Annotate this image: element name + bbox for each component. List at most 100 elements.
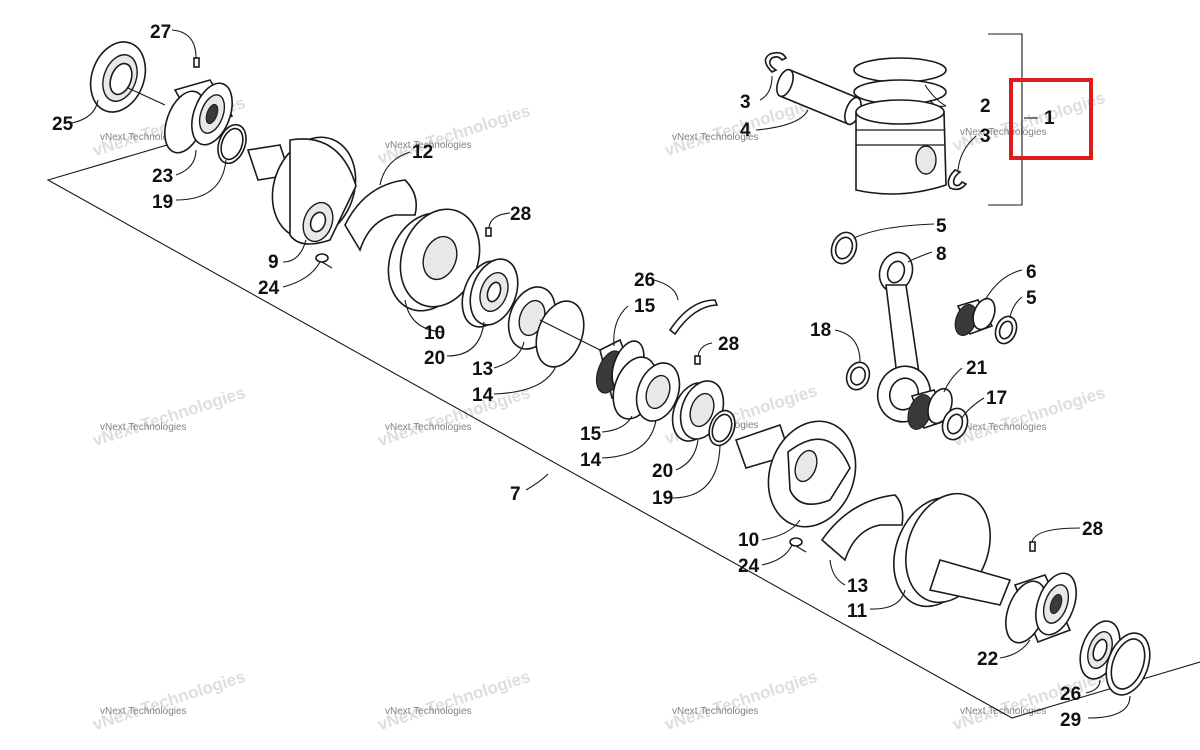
callout-13: 13 bbox=[847, 576, 868, 597]
o-ring-19 bbox=[217, 123, 247, 165]
callout-14: 14 bbox=[580, 450, 602, 471]
highlight-box-part-1[interactable] bbox=[1009, 78, 1093, 160]
callout-19: 19 bbox=[652, 488, 673, 509]
callout-14: 13 bbox=[472, 359, 493, 380]
thrust-washer-5 bbox=[994, 315, 1018, 345]
callout-16: 15 bbox=[634, 296, 656, 317]
callout-5: 5 bbox=[1026, 288, 1037, 309]
callout-29: 29 bbox=[1060, 710, 1081, 731]
ball-bearing-20 bbox=[461, 258, 519, 328]
callout-13: 12 bbox=[412, 142, 433, 163]
callout-20: 20 bbox=[424, 348, 445, 369]
piston bbox=[855, 99, 947, 195]
callout-labels: 27 25 23 19 12 9 24 28 10 20 13 14 26 15… bbox=[52, 22, 1103, 731]
callout-28: 28 bbox=[1082, 519, 1103, 540]
callout-26: 26 bbox=[1060, 684, 1081, 705]
screw-24 bbox=[315, 253, 333, 269]
svg-text:vNext Technologies: vNext Technologies bbox=[385, 422, 472, 433]
svg-text:vNext Technologies: vNext Technologies bbox=[662, 667, 819, 734]
watermark: vNext Technologies vNext Technologies bbox=[950, 383, 1107, 450]
circlip-3 bbox=[764, 51, 788, 73]
callout-28: 28 bbox=[510, 204, 531, 225]
callout-11: 10 bbox=[424, 323, 445, 344]
svg-text:vNext Technologies: vNext Technologies bbox=[100, 132, 187, 143]
leader-lines bbox=[71, 29, 1131, 719]
callout-3: 3 bbox=[740, 92, 751, 113]
svg-text:vNext Technologies: vNext Technologies bbox=[950, 88, 1107, 155]
callout-4: 4 bbox=[740, 120, 751, 141]
callout-18: 18 bbox=[810, 320, 831, 341]
crank-half-12 bbox=[893, 492, 1012, 608]
svg-text:vNext Technologies: vNext Technologies bbox=[960, 127, 1047, 138]
crank-half-10 bbox=[734, 420, 857, 528]
snap-ring-27 bbox=[668, 299, 719, 336]
callout-12: 11 bbox=[847, 601, 868, 622]
watermark: vNext Technologies vNext Technologies bbox=[90, 667, 247, 734]
callout-9: 9 bbox=[268, 252, 279, 273]
callout-28: 28 bbox=[718, 334, 739, 355]
callout-27: 26 bbox=[634, 270, 655, 291]
seal-14 bbox=[635, 362, 681, 422]
counterweight-13 bbox=[344, 179, 418, 252]
callout-21: 21 bbox=[966, 358, 988, 379]
thrust-washer-18 bbox=[845, 361, 871, 391]
callout-5: 5 bbox=[936, 216, 947, 237]
watermark: vNext Technologies vNext Technologies bbox=[662, 667, 819, 734]
watermark: vNext Technologies vNext Technologies bbox=[375, 101, 532, 168]
dowel-pin-28 bbox=[193, 57, 200, 68]
callout-20: 20 bbox=[652, 461, 673, 482]
thrust-washer-5 bbox=[830, 231, 858, 265]
callout-19: 19 bbox=[152, 192, 173, 213]
watermark: vNext Technologies vNext Technologies bbox=[950, 667, 1107, 734]
watermark: vNext Technologies vNext Technologies bbox=[375, 667, 532, 734]
watermark: vNext Technologies vNext Technologies bbox=[90, 383, 247, 450]
screw-24 bbox=[789, 537, 807, 553]
svg-text:vNext Technologies: vNext Technologies bbox=[100, 706, 187, 717]
svg-text:vNext Technologies: vNext Technologies bbox=[672, 132, 759, 143]
ball-bearing-23 bbox=[164, 79, 234, 154]
callout-17: 17 bbox=[986, 388, 1007, 409]
svg-text:vNext Technologies: vNext Technologies bbox=[950, 383, 1107, 450]
crankshaft-assembly-bracket bbox=[46, 127, 1200, 719]
svg-text:vNext Technologies: vNext Technologies bbox=[950, 667, 1107, 734]
o-ring-19 bbox=[708, 409, 736, 447]
svg-text:vNext Technologies: vNext Technologies bbox=[960, 422, 1047, 433]
callout-2: 2 bbox=[980, 96, 991, 117]
dowel-pin-28 bbox=[485, 227, 492, 237]
callout-1: 1 bbox=[1044, 108, 1055, 129]
svg-text:vNext Technologies: vNext Technologies bbox=[90, 667, 247, 734]
svg-text:vNext Technologies: vNext Technologies bbox=[672, 706, 759, 717]
callout-8: 8 bbox=[936, 244, 947, 265]
thrust-washer-17 bbox=[941, 407, 969, 441]
svg-text:vNext Technologies: vNext Technologies bbox=[385, 706, 472, 717]
callout-15: 14 bbox=[472, 385, 494, 406]
oil-seal-25 bbox=[89, 41, 147, 113]
callout-23: 23 bbox=[152, 166, 173, 187]
callout-28: 27 bbox=[150, 22, 171, 43]
svg-text:vNext Technologies: vNext Technologies bbox=[90, 383, 247, 450]
svg-text:vNext Technologies: vNext Technologies bbox=[375, 667, 532, 734]
dowel-pin-28 bbox=[1029, 541, 1036, 552]
callout-10: 10 bbox=[738, 530, 759, 551]
piston-ring-2 bbox=[853, 57, 947, 83]
circlip-3 bbox=[947, 169, 968, 191]
crank-plate-11 bbox=[387, 208, 481, 312]
needle-bearing-6 bbox=[954, 297, 996, 336]
callout-3: 3 bbox=[980, 126, 991, 147]
callout-6: 6 bbox=[1026, 262, 1037, 283]
ring-29 bbox=[1105, 632, 1151, 696]
callout-24: 24 bbox=[258, 278, 280, 299]
svg-text:vNext Technologies: vNext Technologies bbox=[375, 101, 532, 168]
callout-22: 22 bbox=[977, 649, 998, 670]
counterweight-13 bbox=[820, 494, 904, 562]
dowel-pin-28 bbox=[694, 355, 701, 365]
callout-15: 15 bbox=[580, 424, 602, 445]
callout-24: 24 bbox=[738, 556, 760, 577]
ball-bearing-22 bbox=[1005, 572, 1077, 644]
crank-half-9 bbox=[246, 136, 357, 245]
svg-text:vNext Technologies: vNext Technologies bbox=[100, 422, 187, 433]
piston-assembly-bracket bbox=[988, 33, 1023, 206]
callout-7: 7 bbox=[510, 484, 521, 505]
axis-line bbox=[127, 87, 166, 106]
